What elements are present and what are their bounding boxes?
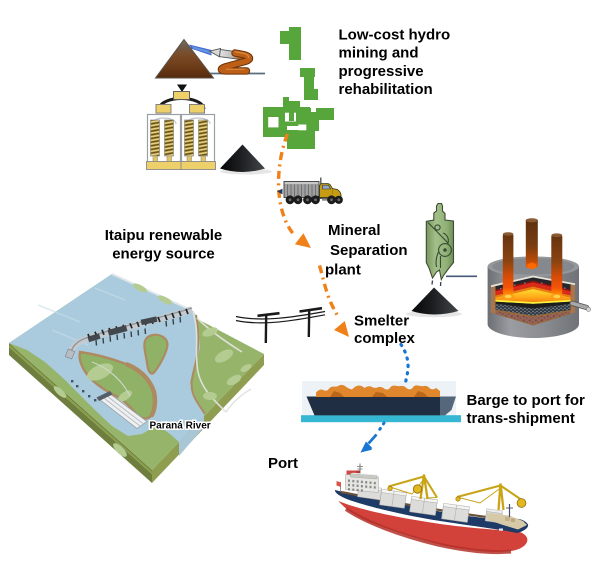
- svg-text:rehabilitation: rehabilitation: [339, 81, 433, 98]
- svg-text:progressive: progressive: [339, 63, 424, 80]
- svg-text:Low-cost hydro: Low-cost hydro: [339, 26, 451, 43]
- svg-text:complex: complex: [354, 330, 416, 347]
- svg-text:Itaipu renewable: Itaipu renewable: [105, 227, 223, 244]
- svg-text:Paraná River: Paraná River: [150, 421, 211, 432]
- svg-text:Barge to port for: Barge to port for: [467, 392, 585, 409]
- svg-text:energy source: energy source: [112, 246, 215, 263]
- svg-text:Smelter: Smelter: [354, 313, 409, 330]
- svg-text:plant: plant: [325, 262, 361, 279]
- svg-text:mining and: mining and: [339, 45, 419, 62]
- svg-text:Separation: Separation: [330, 242, 408, 259]
- svg-text:Mineral: Mineral: [328, 222, 381, 239]
- svg-text:Port: Port: [268, 455, 298, 472]
- svg-text:trans-shipment: trans-shipment: [467, 410, 575, 427]
